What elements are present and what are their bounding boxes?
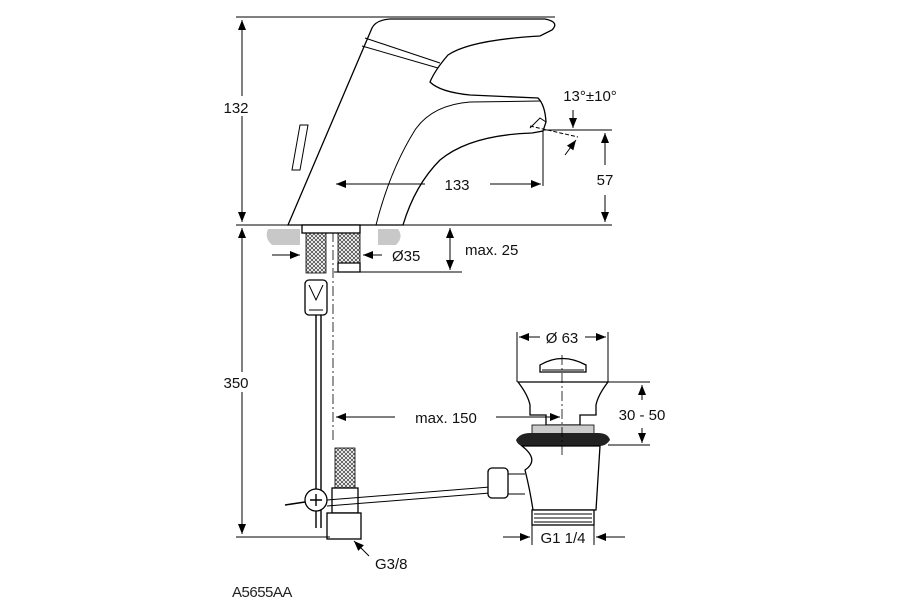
dim-plug-diameter: Ø 63 bbox=[546, 330, 579, 347]
dim-spout-angle: 13°±10° bbox=[563, 88, 617, 105]
base-flange bbox=[301, 224, 361, 234]
dim-waste-offset: max. 150 bbox=[415, 410, 477, 427]
dim-counter-thickness: max. 25 bbox=[465, 242, 518, 259]
faucet bbox=[287, 18, 556, 234]
dim-waste-thread: G1 1/4 bbox=[540, 530, 585, 547]
dim-spout-reach: 133 bbox=[444, 177, 469, 194]
dim-hole-diameter: Ø35 bbox=[392, 248, 420, 265]
countertop bbox=[266, 229, 401, 245]
dim-supply-thread: G3/8 bbox=[375, 556, 408, 573]
drawing-code: A5655AA bbox=[232, 584, 292, 600]
supply-hose bbox=[284, 232, 491, 540]
dim-spout-height: 57 bbox=[597, 172, 614, 189]
dim-below-counter: 350 bbox=[223, 375, 248, 392]
dim-basin-thickness: 30 - 50 bbox=[619, 407, 666, 424]
waste-valve bbox=[487, 355, 610, 526]
dim-height-total: 132 bbox=[223, 100, 248, 117]
